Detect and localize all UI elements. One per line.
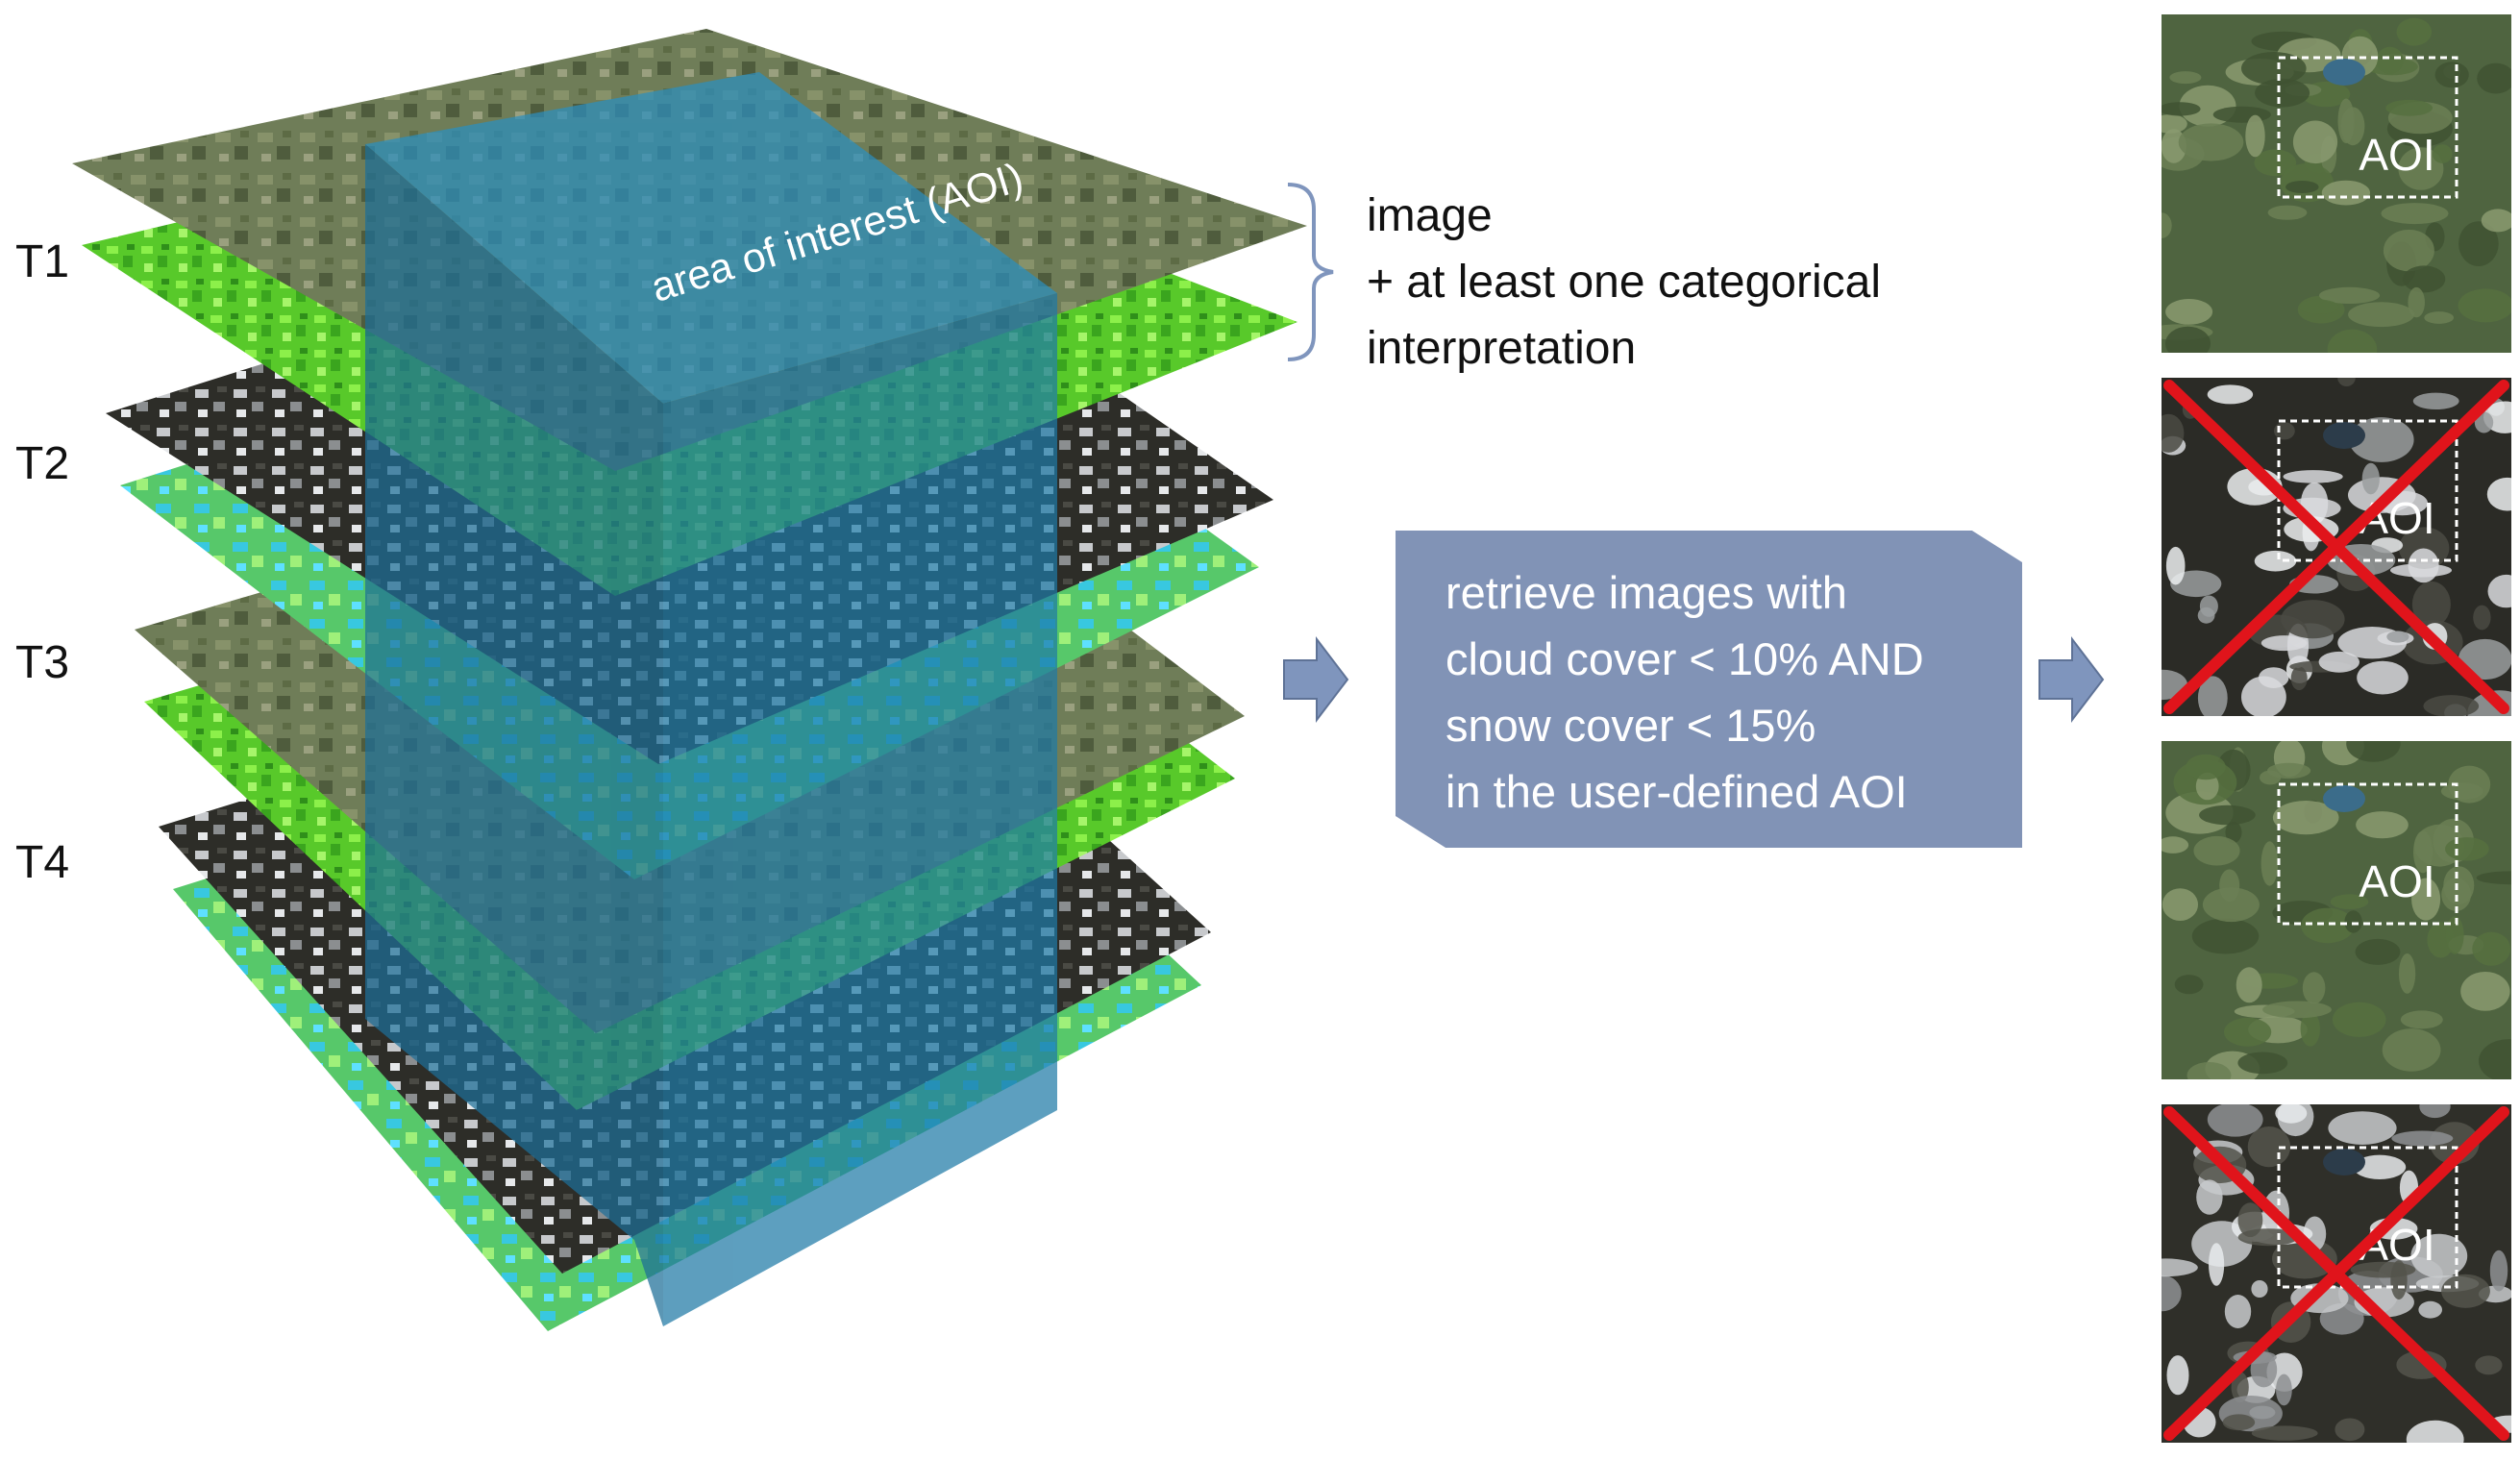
time-label-t1: T1: [15, 236, 70, 287]
thumb-scene-1: AOI: [2162, 14, 2511, 353]
lake-shape: [2323, 59, 2365, 86]
legend-line-image: image: [1367, 190, 1493, 241]
result-thumbnail-1: AOI: [2162, 14, 2511, 353]
arrow-right-icon: [2038, 636, 2105, 723]
aoi-box: [2277, 782, 2458, 926]
filter-line-3: snow cover < 15%: [1445, 700, 1816, 751]
legend-line-categorical: + at least one categorical: [1367, 257, 1882, 308]
lake-shape: [2323, 785, 2365, 812]
result-thumbnail-3: AOI: [2162, 741, 2511, 1079]
aoi-box: [2277, 419, 2458, 562]
reject-cross-icon: [2163, 380, 2509, 714]
aoi-box: [2277, 1146, 2458, 1289]
legend-line-interpretation: interpretation: [1367, 323, 1637, 374]
aoi-label: AOI: [2359, 130, 2434, 180]
filter-line-4: in the user-defined AOI: [1445, 766, 1908, 817]
time-label-t4: T4: [15, 837, 70, 888]
lake-shape: [2323, 422, 2365, 449]
aoi-volume: [365, 72, 1057, 1326]
filter-line-2: cloud cover < 10% AND: [1445, 633, 1924, 684]
filter-criteria-box: retrieve images with cloud cover < 10% A…: [1396, 531, 2022, 848]
aoi-box: [2277, 56, 2458, 199]
legend-bracket-icon: [1287, 183, 1334, 361]
time-label-t3: T3: [15, 637, 70, 688]
thumb-scene-3: AOI: [2162, 741, 2511, 1079]
legend-text: image + at least one categorical interpr…: [1367, 183, 1881, 382]
filter-line-1: retrieve images with: [1445, 567, 1847, 618]
lake-shape: [2323, 1149, 2365, 1175]
reject-cross-icon: [2163, 1106, 2509, 1441]
result-thumbnail-4: AOI: [2162, 1104, 2511, 1443]
time-label-t2: T2: [15, 438, 70, 489]
arrow-right-icon: [1283, 636, 1349, 723]
aoi-label: AOI: [2359, 856, 2434, 906]
thumb-scene-2: AOI: [2162, 378, 2511, 716]
thumb-scene-4: AOI: [2162, 1104, 2511, 1443]
result-thumbnail-2: AOI: [2162, 378, 2511, 716]
